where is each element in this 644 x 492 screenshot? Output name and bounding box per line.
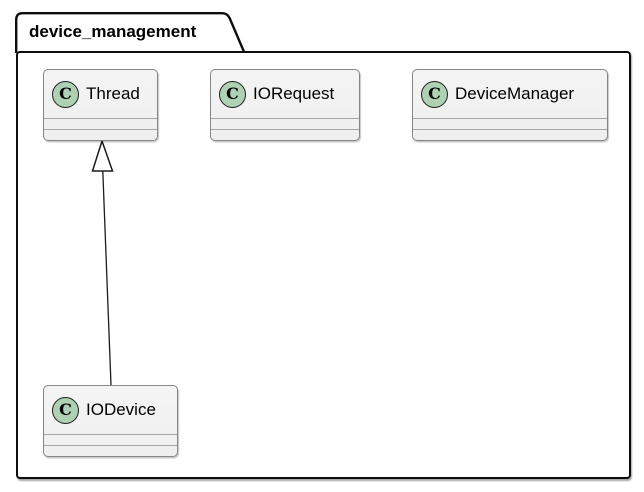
empty-methods-compartment: [44, 445, 177, 456]
class-header: C IODevice: [44, 386, 177, 434]
class-box-iorequest: C IORequest: [210, 69, 360, 141]
package-title: device_management: [29, 22, 197, 41]
empty-attributes-compartment: [44, 434, 177, 445]
class-header: C DeviceManager: [413, 70, 607, 118]
class-header: C IORequest: [211, 70, 359, 118]
package-tab: [15, 12, 246, 53]
class-box-thread: C Thread: [43, 69, 158, 141]
class-box-devicemanager: C DeviceManager: [412, 69, 608, 141]
empty-attributes-compartment: [211, 118, 359, 129]
class-header: C Thread: [44, 70, 157, 118]
class-name: IODevice: [86, 400, 156, 419]
class-stereotype-icon: C: [52, 396, 79, 424]
empty-methods-compartment: [44, 129, 157, 140]
package-body: [16, 51, 631, 479]
class-stereotype-icon: C: [52, 80, 79, 108]
class-stereotype-icon: C: [421, 80, 448, 108]
class-box-iodevice: C IODevice: [43, 385, 178, 457]
class-name: IORequest: [253, 84, 335, 103]
empty-attributes-compartment: [44, 118, 157, 129]
empty-methods-compartment: [211, 129, 359, 140]
class-name: DeviceManager: [455, 84, 575, 103]
package-tab-outline: [15, 12, 246, 53]
class-stereotype-icon: C: [219, 80, 246, 108]
empty-attributes-compartment: [413, 118, 607, 129]
class-name: Thread: [86, 84, 140, 103]
empty-methods-compartment: [413, 129, 607, 140]
